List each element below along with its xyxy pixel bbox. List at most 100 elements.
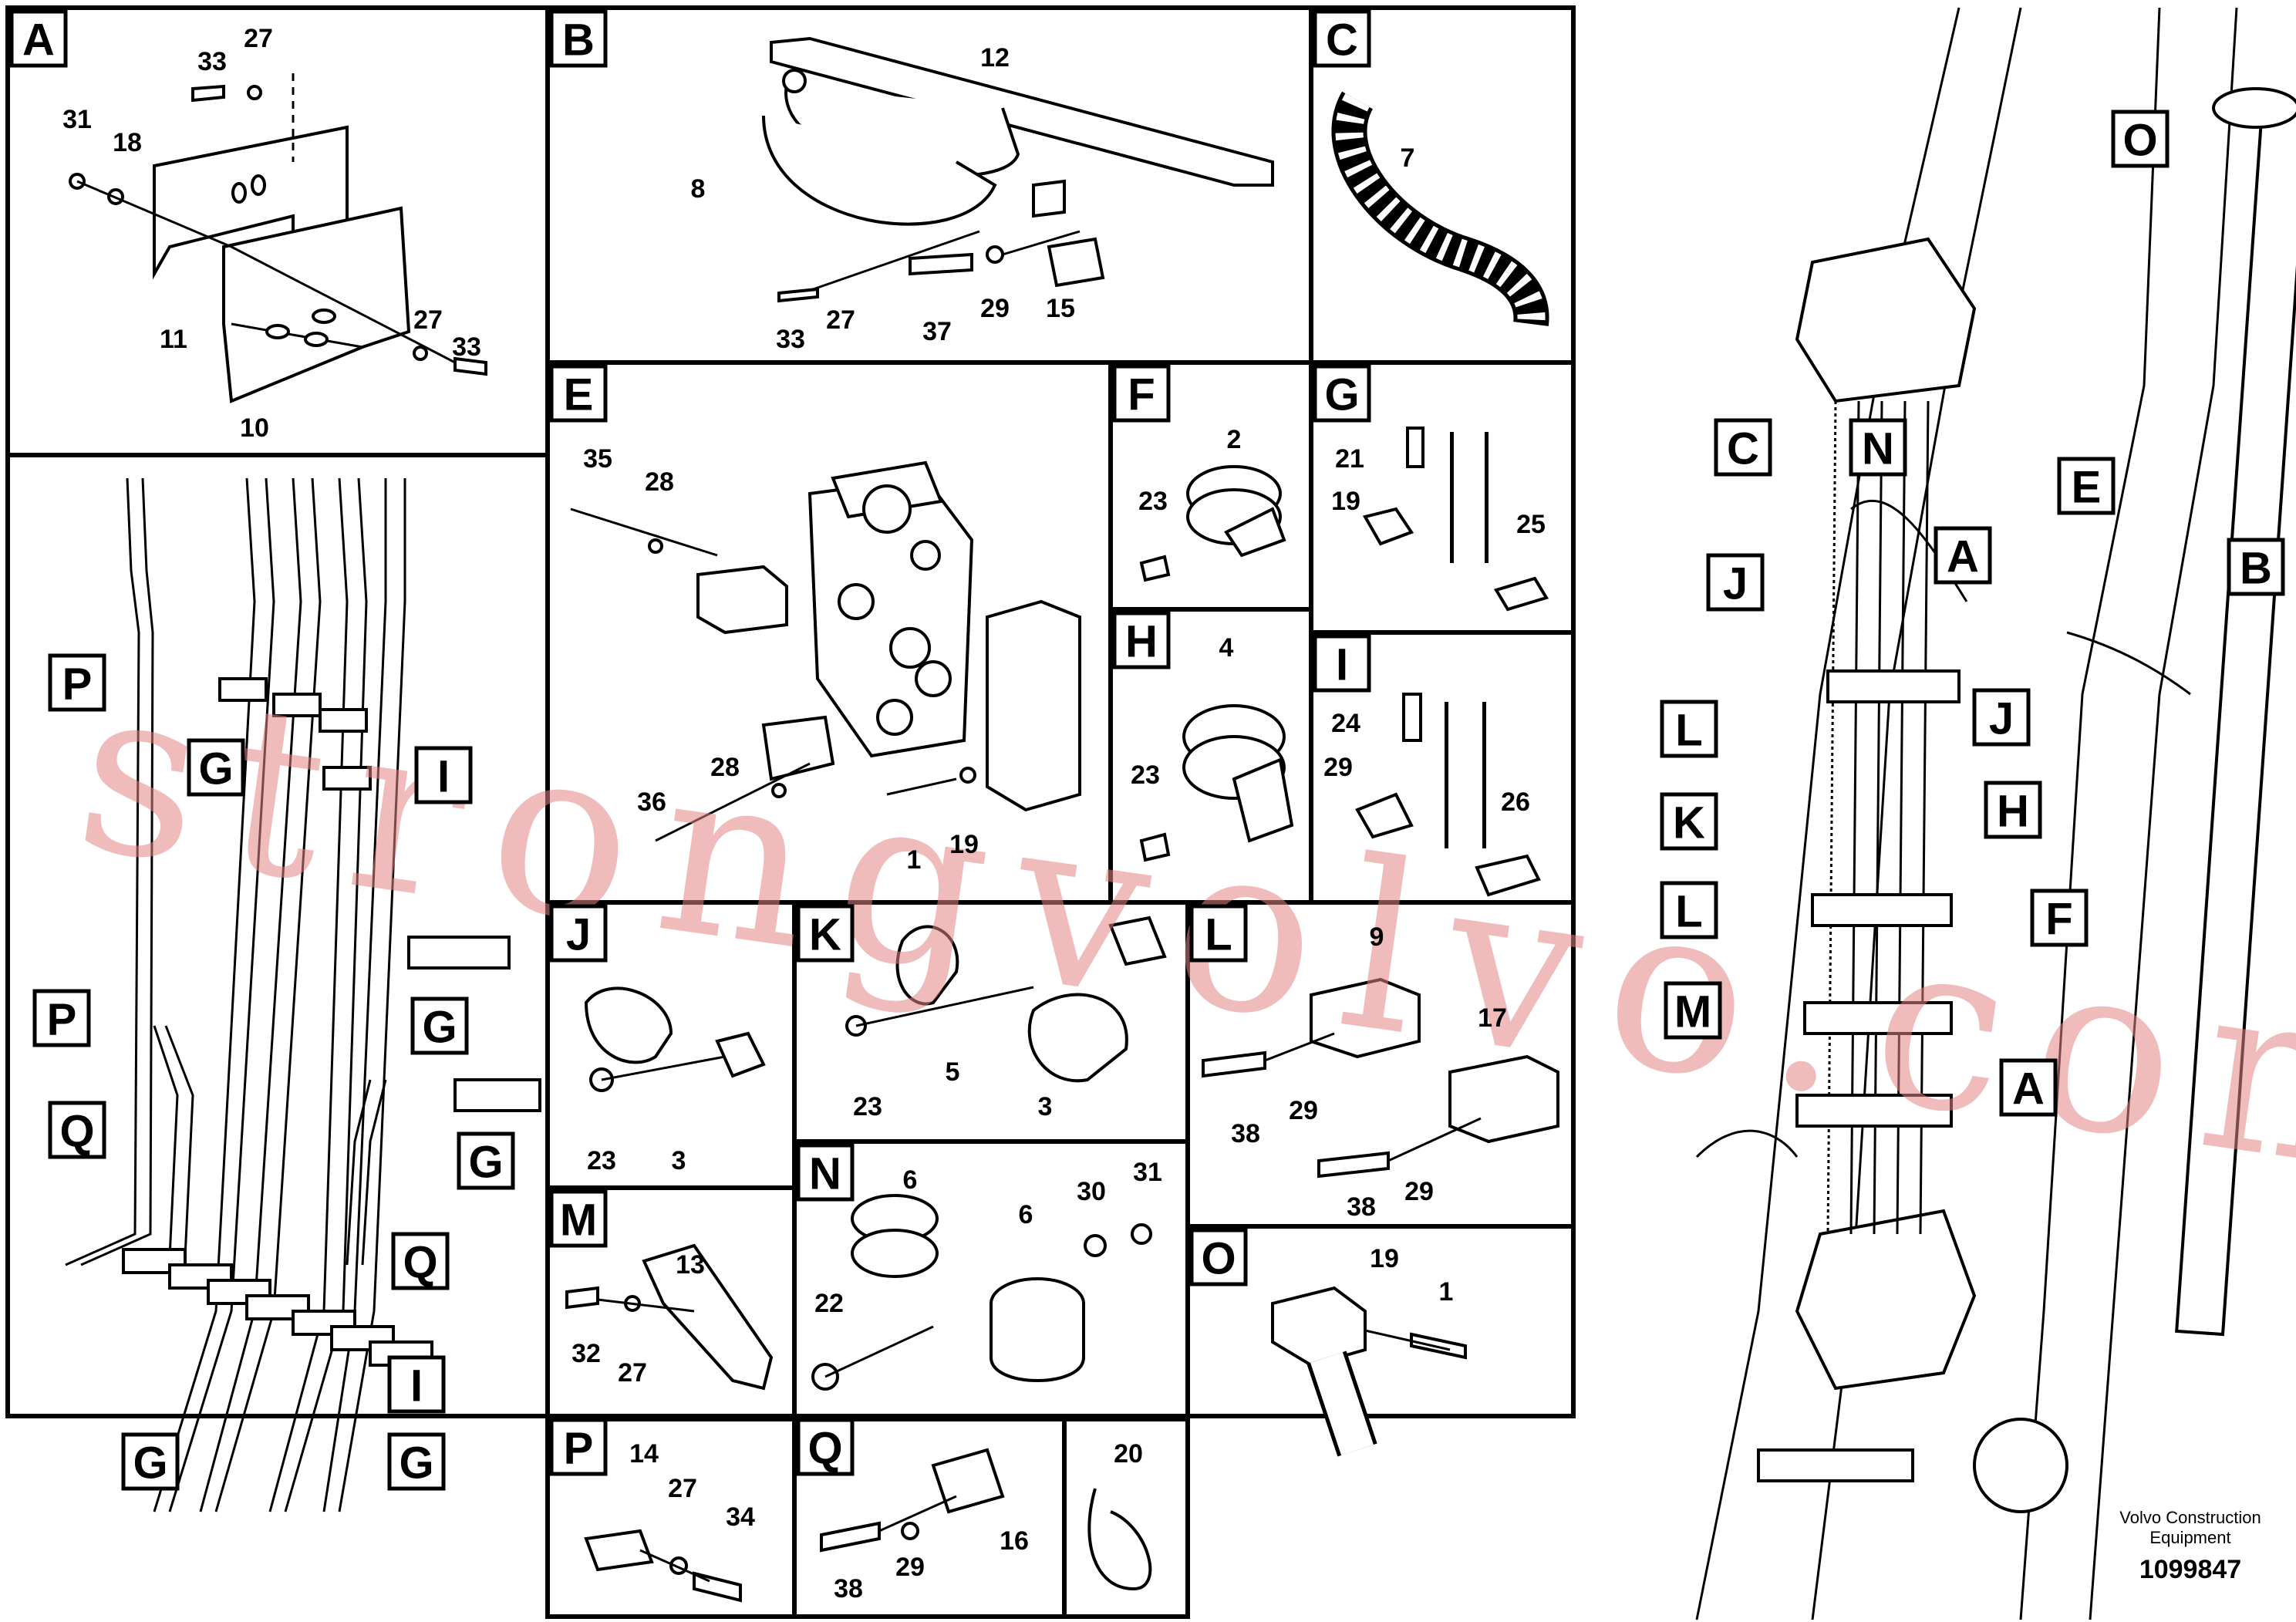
panel-label-e: E: [549, 364, 608, 423]
part-number-m-13: 13: [676, 1250, 705, 1280]
overview-label-p: P: [32, 989, 91, 1047]
overview-label-p: P: [48, 653, 106, 712]
part-number-a-31: 31: [62, 105, 92, 134]
part-number-a-18: 18: [113, 128, 142, 157]
panel-tie-artwork: [1087, 1488, 1152, 1591]
boom-label-c: C: [1714, 418, 1772, 477]
panel-frames: [5, 5, 1576, 1619]
boom-label-c-text: C: [1727, 424, 1759, 474]
part-number-a-33: 33: [452, 332, 481, 362]
panel-label-a: A: [9, 9, 68, 68]
part-number-e-35: 35: [583, 444, 612, 474]
part-number-l-29: 29: [1404, 1177, 1434, 1206]
overview-label-g: G: [457, 1131, 515, 1190]
part-number-f-2: 2: [1227, 425, 1242, 454]
part-number-h-4: 4: [1219, 633, 1234, 663]
boom-label-f: F: [2030, 889, 2089, 947]
part-number-b-33: 33: [776, 325, 805, 354]
panel-l-block-artwork: [1202, 977, 1559, 1179]
panel-label-c: C: [1313, 9, 1371, 68]
overview-label-g: G: [187, 738, 245, 797]
panel-h-clamp-artwork: [1139, 704, 1294, 862]
part-number-f-23: 23: [1138, 487, 1168, 516]
boom-label-k-text: K: [1673, 798, 1705, 848]
part-number-b-27: 27: [826, 305, 855, 335]
panel-label-j: J: [549, 904, 608, 963]
panel-label-k-text: K: [809, 910, 841, 960]
part-number-g-19: 19: [1331, 487, 1360, 516]
panel-m-bracket-artwork: [565, 1243, 774, 1391]
boom-label-j-text: J: [1989, 694, 2014, 744]
panel-label-l: L: [1189, 904, 1248, 963]
panel-p-block-artwork: [584, 1529, 742, 1603]
panel-label-l-text: L: [1205, 910, 1232, 960]
part-number-l-29: 29: [1289, 1096, 1318, 1125]
boom-label-j: J: [1706, 553, 1765, 612]
boom-label-a: A: [1934, 526, 1992, 585]
part-number-o-1: 1: [1439, 1277, 1454, 1307]
panel-label-m-text: M: [560, 1195, 597, 1246]
part-number-n-6: 6: [903, 1165, 918, 1195]
boom-label-a-text: A: [2012, 1064, 2045, 1114]
boom-label-h-text: H: [1997, 787, 2029, 837]
part-number-h-23: 23: [1131, 760, 1160, 790]
panel-label-o-text: O: [1201, 1234, 1236, 1284]
panel-j-clamp-artwork: [584, 986, 766, 1092]
part-number-a-10: 10: [240, 413, 269, 443]
overview-label-p-text: P: [62, 659, 93, 710]
part-number-q-16: 16: [1000, 1526, 1029, 1556]
panel-label-f-text: F: [1128, 370, 1155, 420]
boom-label-l-text: L: [1675, 887, 1702, 937]
panel-label-g: G: [1313, 364, 1371, 423]
panel-label-i-text: I: [1336, 640, 1348, 690]
part-number-k-5: 5: [946, 1057, 960, 1087]
overview-label-g-text: G: [133, 1438, 167, 1489]
panel-label-m: M: [549, 1189, 608, 1248]
part-number-g-21: 21: [1335, 444, 1364, 474]
overview-label-g-text: G: [399, 1438, 433, 1489]
part-number-b-8: 8: [691, 174, 706, 204]
part-number-p-14: 14: [629, 1439, 659, 1469]
panel-b-clamp-artwork: [762, 36, 1274, 303]
part-number-b-12: 12: [980, 43, 1010, 73]
boom-label-m-text: M: [1674, 987, 1711, 1037]
part-number-l-38: 38: [1231, 1119, 1260, 1148]
panel-label-j-text: J: [566, 910, 591, 960]
overview-label-i: I: [414, 746, 473, 804]
panel-q-block-artwork: [820, 1448, 1005, 1553]
credit-line-1: Volvo Construction: [2119, 1508, 2261, 1527]
overview-label-g: G: [387, 1432, 446, 1491]
panel-label-p: P: [549, 1418, 608, 1476]
part-number-a-27: 27: [244, 24, 273, 53]
panel-label-k: K: [796, 904, 855, 963]
panel-c-spiral-artwork: [1331, 91, 1549, 326]
overview-label-i-text: I: [410, 1361, 423, 1411]
overview-label-q-text: Q: [403, 1238, 437, 1288]
boom-label-h: H: [1984, 781, 2042, 839]
overview-label-g: G: [121, 1432, 180, 1491]
part-number-a-33: 33: [197, 47, 227, 76]
boom-label-o-text: O: [2122, 116, 2157, 166]
panel-label-b: B: [549, 9, 608, 68]
overview-label-g-text: G: [422, 1003, 457, 1053]
boom-label-f-text: F: [2045, 895, 2072, 945]
panel-label-a-text: A: [22, 15, 55, 66]
overview-label-i: I: [387, 1355, 446, 1414]
panel-label-p-text: P: [564, 1424, 594, 1474]
part-number-q-38: 38: [834, 1574, 863, 1603]
overview-label-g: G: [410, 996, 469, 1055]
part-number-l-17: 17: [1478, 1003, 1507, 1033]
part-number-p-34: 34: [726, 1502, 755, 1532]
boom-label-a: A: [1999, 1058, 2058, 1117]
part-number-j-23: 23: [587, 1146, 616, 1175]
part-number-g-25: 25: [1516, 510, 1546, 539]
part-number-i-26: 26: [1501, 787, 1530, 817]
boom-label-k: K: [1660, 792, 1718, 851]
part-number-i-24: 24: [1331, 709, 1360, 738]
panel-a-bracket-artwork: [69, 73, 487, 403]
panel-label-e-text: E: [564, 370, 594, 420]
panel-label-n-text: N: [809, 1149, 841, 1199]
part-number-a-27: 27: [413, 305, 443, 335]
